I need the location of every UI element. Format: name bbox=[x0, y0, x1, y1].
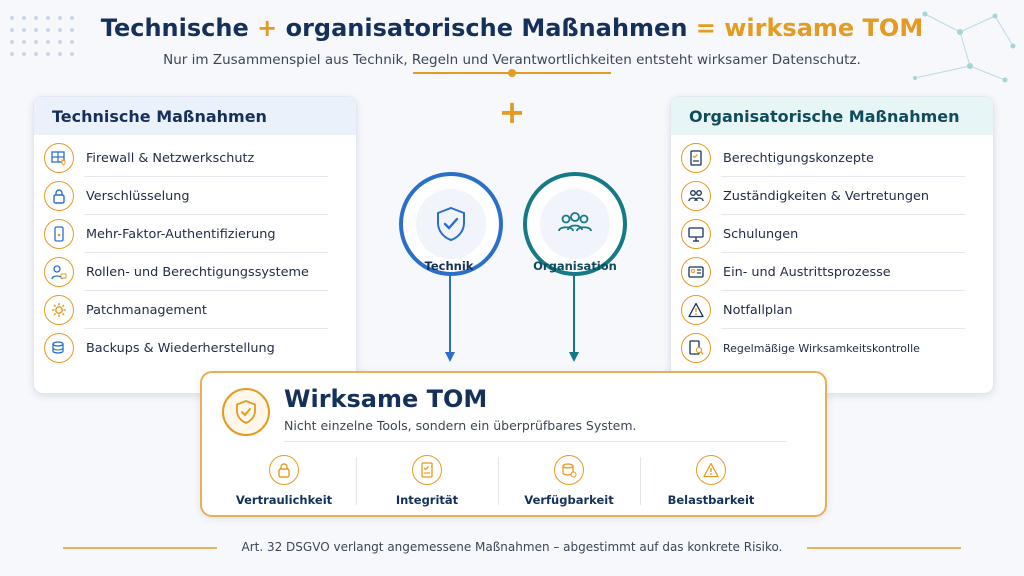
pillar-label: Belastbarkeit bbox=[667, 493, 755, 507]
network-decoration bbox=[913, 11, 1016, 83]
database-refresh-icon bbox=[554, 455, 584, 485]
list-item-onboarding-offboarding: Ein- und Austrittsprozesse bbox=[681, 253, 975, 291]
list-item-effectiveness-review: Regelmäßige Wirksamkeitskontrolle bbox=[681, 329, 975, 367]
user-lock-icon bbox=[44, 257, 74, 287]
item-label: Berechtigungskonzepte bbox=[723, 150, 874, 166]
technical-measures-heading: Technische Maßnahmen bbox=[34, 97, 356, 135]
divider bbox=[721, 290, 965, 291]
item-label: Regelmäßige Wirksamkeitskontrolle bbox=[723, 341, 920, 355]
gear-icon bbox=[44, 295, 74, 325]
pillar-label: Verfügbarkeit bbox=[524, 493, 614, 507]
plus-sign: + bbox=[498, 93, 526, 131]
list-item-responsibilities: Zuständigkeiten & Vertretungen bbox=[681, 177, 975, 215]
divider bbox=[721, 214, 965, 215]
page-title: Technische + organisatorische Maßnahmen … bbox=[0, 14, 1024, 42]
pillar-belastbarkeit: Belastbarkeit bbox=[641, 455, 781, 507]
phone-key-icon bbox=[44, 219, 74, 249]
pillar-label: Integrität bbox=[395, 493, 459, 507]
item-label: Zuständigkeiten & Vertretungen bbox=[723, 188, 929, 204]
checklist-icon bbox=[412, 455, 442, 485]
list-item-roles: Rollen- und Berechtigungssysteme bbox=[44, 253, 338, 291]
footer-rule-right bbox=[807, 547, 961, 549]
organisation-arrowhead bbox=[569, 352, 579, 362]
organizational-measures-heading: Organisatorische Maßnahmen bbox=[671, 97, 993, 135]
tom-title: Wirksame TOM bbox=[284, 385, 488, 413]
wirksame-tom-box bbox=[200, 371, 827, 517]
id-card-icon bbox=[681, 257, 711, 287]
lock-icon bbox=[44, 181, 74, 211]
title-equals: = bbox=[695, 14, 716, 42]
pillar-separator bbox=[498, 457, 499, 505]
technik-label: Technik bbox=[424, 259, 474, 273]
divider bbox=[84, 176, 328, 177]
item-label: Mehr-Faktor-Authentifizierung bbox=[86, 226, 276, 242]
item-label: Verschlüsselung bbox=[86, 188, 190, 204]
item-label: Schulungen bbox=[723, 226, 799, 242]
divider bbox=[721, 176, 965, 177]
people-icon bbox=[681, 181, 711, 211]
title-organisatorische: organisatorische Maßnahmen bbox=[285, 14, 688, 42]
technik-circle bbox=[399, 172, 503, 276]
page-subtitle: Nur im Zusammenspiel aus Technik, Regeln… bbox=[163, 52, 861, 68]
list-item-emergency-plan: Notfallplan bbox=[681, 291, 975, 329]
title-wirksame-tom: wirksame TOM bbox=[724, 14, 924, 42]
list-item-trainings: Schulungen bbox=[681, 215, 975, 253]
item-label: Rollen- und Berechtigungssysteme bbox=[86, 264, 309, 280]
document-search-icon bbox=[681, 333, 711, 363]
item-label: Ein- und Austrittsprozesse bbox=[723, 264, 891, 280]
firewall-icon bbox=[44, 143, 74, 173]
list-item-mfa: Mehr-Faktor-Authentifizierung bbox=[44, 215, 338, 253]
divider bbox=[84, 214, 328, 215]
pillar-vertraulichkeit: Vertraulichkeit bbox=[214, 455, 354, 507]
shield-check-icon bbox=[437, 206, 465, 242]
footer-rule-left bbox=[63, 547, 217, 549]
organizational-measures-card: Organisatorische Maßnahmen Berechtigungs… bbox=[670, 96, 994, 394]
presentation-icon bbox=[681, 219, 711, 249]
item-label: Firewall & Netzwerkschutz bbox=[86, 150, 255, 166]
list-item-authorization-concepts: Berechtigungskonzepte bbox=[681, 139, 975, 177]
warning-icon bbox=[681, 295, 711, 325]
pillar-integritaet: Integrität bbox=[357, 455, 497, 507]
dot-grid-decoration bbox=[10, 16, 74, 56]
list-item-firewall: Firewall & Netzwerkschutz bbox=[44, 139, 338, 177]
list-item-encryption: Verschlüsselung bbox=[44, 177, 338, 215]
pillar-separator bbox=[640, 457, 641, 505]
pillar-verfuegbarkeit: Verfügbarkeit bbox=[499, 455, 639, 507]
pillar-label: Vertraulichkeit bbox=[235, 493, 333, 507]
subtitle-underline-dot bbox=[508, 69, 516, 77]
divider bbox=[721, 252, 965, 253]
divider bbox=[84, 252, 328, 253]
list-item-patch: Patchmanagement bbox=[44, 291, 338, 329]
lock-icon bbox=[269, 455, 299, 485]
technical-measures-card: Technische Maßnahmen Firewall & Netzwerk… bbox=[33, 96, 357, 394]
item-label: Notfallplan bbox=[723, 302, 793, 318]
title-technische: Technische bbox=[100, 14, 249, 42]
pillar-separator bbox=[356, 457, 357, 505]
flow-arrows bbox=[445, 274, 579, 362]
divider bbox=[84, 328, 328, 329]
tom-subtitle: Nicht einzelne Tools, sondern ein überpr… bbox=[284, 418, 637, 433]
title-plus: + bbox=[257, 14, 278, 42]
technik-arrowhead bbox=[445, 352, 455, 362]
item-label: Patchmanagement bbox=[86, 302, 207, 318]
tom-divider bbox=[284, 441, 786, 442]
group-icon bbox=[558, 212, 592, 232]
item-label: Backups & Wiederherstellung bbox=[86, 340, 275, 356]
checklist-icon bbox=[681, 143, 711, 173]
list-item-backups: Backups & Wiederherstellung bbox=[44, 329, 338, 367]
divider bbox=[84, 290, 328, 291]
footer-note: Art. 32 DSGVO verlangt angemessene Maßna… bbox=[241, 540, 783, 554]
divider bbox=[721, 328, 965, 329]
warning-icon bbox=[696, 455, 726, 485]
organisation-label: Organisation bbox=[533, 259, 617, 273]
database-restore-icon bbox=[44, 333, 74, 363]
shield-check-icon bbox=[222, 388, 270, 436]
